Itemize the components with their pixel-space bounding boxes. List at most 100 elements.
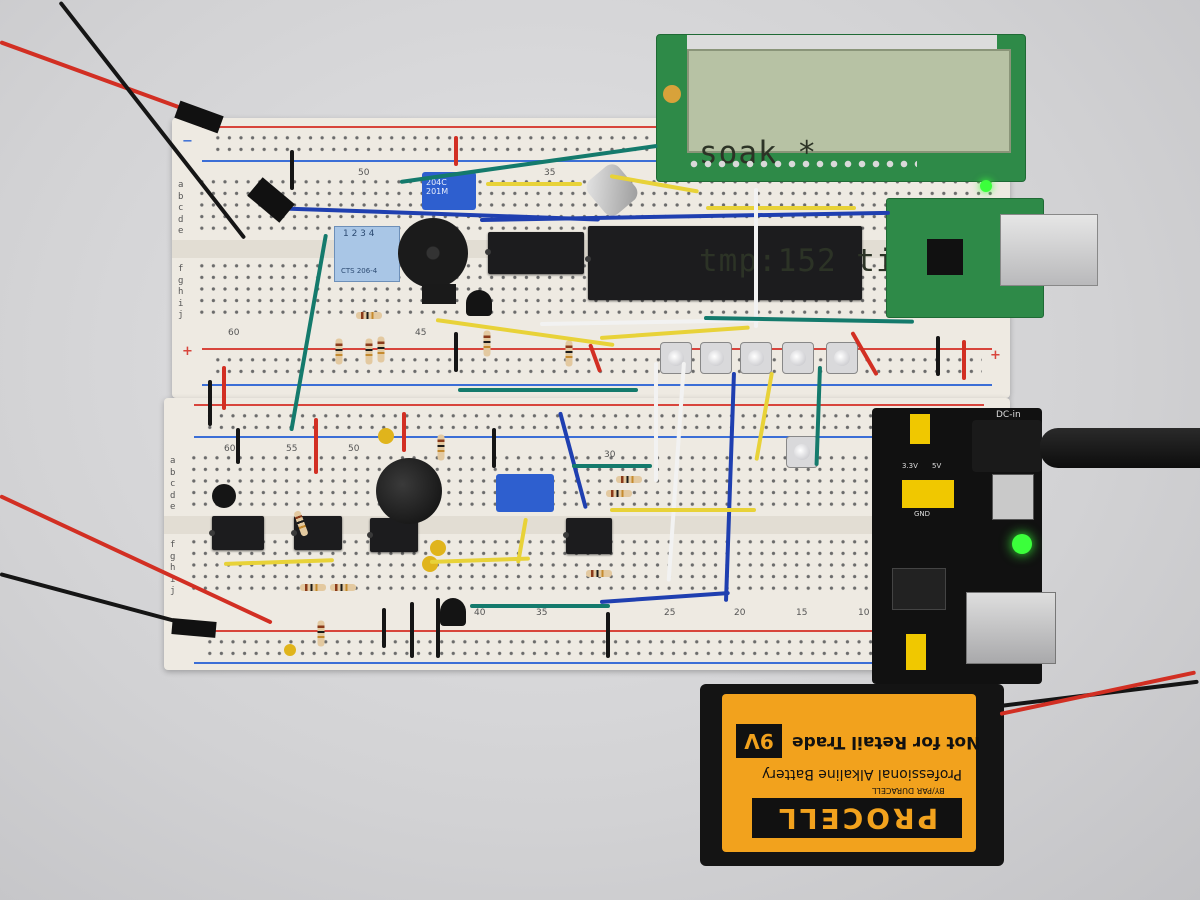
column-number: 55 (286, 444, 298, 454)
resistor (317, 620, 325, 647)
battery-warning: Not for Retail Trade (792, 732, 981, 752)
resistor (330, 584, 356, 591)
jumper-wire (236, 428, 240, 464)
resistor (300, 584, 326, 591)
lcd-module: soak * tmp:152 time:048 (656, 34, 1026, 279)
jumper-wire (486, 182, 582, 186)
ceramic-capacitor (422, 556, 438, 572)
row-labels-upper-2: a b c d e (170, 456, 178, 513)
power-switch[interactable] (992, 474, 1034, 520)
resistor (483, 330, 491, 357)
lcd-screen: soak * tmp:152 time:048 (687, 49, 1013, 279)
rail-bottom-top-negative (194, 436, 984, 438)
column-number: 35 (536, 608, 548, 618)
rail-plus-label: + (182, 344, 193, 359)
jumper-wire (706, 206, 856, 210)
rail-top-negative (202, 160, 992, 162)
push-button[interactable] (660, 342, 692, 374)
column-number: 30 (604, 450, 616, 460)
push-button[interactable] (826, 342, 858, 374)
jumper-wire (962, 340, 966, 380)
rail-mid-positive (202, 348, 992, 350)
jumper-wire (222, 366, 226, 410)
ceramic-capacitor (284, 644, 296, 656)
battery-type: Professional Alkaline Battery (762, 766, 963, 782)
push-button[interactable] (700, 342, 732, 374)
battery-brand: PROCELL (752, 798, 962, 838)
column-number: 25 (664, 608, 676, 618)
v5-label: 5V (932, 462, 942, 470)
usb-b-port (1000, 214, 1098, 286)
battery-sub-brand: BY/PAR DURACELL (872, 786, 945, 795)
lcd-pin-header (687, 159, 917, 169)
column-number: 60 (228, 328, 240, 338)
resistor (335, 338, 343, 365)
row-labels-lower: f g h i j (178, 264, 186, 321)
battery-voltage: 9V (736, 724, 782, 758)
jumper-wire (290, 150, 294, 190)
jumper-header (910, 414, 930, 444)
voltage-regulator-to92 (422, 284, 456, 304)
jumper-wire (454, 136, 458, 166)
push-button[interactable] (740, 342, 772, 374)
microcontroller-chip (585, 226, 862, 300)
column-number: 50 (348, 444, 360, 454)
dip-switch-label: CTS 206-4 (341, 267, 378, 275)
column-number: 60 (224, 444, 236, 454)
rail-bottom-negative (194, 662, 984, 664)
v33-label: 3.3V (902, 462, 918, 470)
resistor (377, 336, 385, 363)
usb-a-port[interactable] (966, 592, 1056, 664)
jumper-wire (492, 428, 496, 468)
dip-switch[interactable]: 1 2 3 4 CTS 206-4 (334, 226, 400, 282)
row-labels-upper: a b c d e (178, 180, 186, 237)
rail-mid-negative (202, 384, 992, 386)
battery-9v: 9V Not for Retail Trade Professional Alk… (722, 694, 980, 852)
jumper-wire (754, 188, 758, 328)
jumper-wire (436, 598, 440, 658)
jumper-header-bottom (906, 634, 926, 670)
dc-in-label: DC-in (996, 410, 1021, 420)
gnd-label: GND (914, 510, 931, 518)
column-number: 45 (415, 328, 427, 338)
rail-minus-label: − (182, 134, 193, 149)
dc-power-cable (1040, 428, 1200, 468)
potentiometer-label: 204C 201M (426, 178, 449, 196)
trim-potentiometer-2[interactable] (496, 474, 554, 512)
electrolytic-capacitor-small (212, 484, 236, 508)
trim-potentiometer[interactable]: 204C 201M (422, 172, 476, 210)
resistor (565, 340, 573, 367)
resistor (437, 434, 445, 461)
jumper-wire (410, 602, 414, 658)
ceramic-capacitor (430, 540, 446, 556)
usb-chip (927, 239, 963, 275)
dc-barrel-jack[interactable] (972, 420, 1042, 472)
column-number: 10 (858, 608, 870, 618)
mounting-hole (663, 85, 681, 103)
jumper-wire (606, 612, 610, 658)
op-amp-chip (209, 516, 264, 550)
rail-bottom-top-holes (204, 410, 974, 432)
status-led-green (980, 180, 992, 192)
rail-bottom-top-positive (194, 404, 984, 406)
row-labels-lower-2: f g h i j (170, 540, 178, 597)
column-number: 50 (358, 168, 370, 178)
jumper-wire (610, 508, 756, 512)
push-button[interactable] (786, 436, 818, 468)
jumper-wire (458, 388, 638, 392)
push-button[interactable] (782, 342, 814, 374)
jumper-wire (208, 380, 212, 426)
power-led-icon (1012, 534, 1032, 554)
jumper-wire (382, 608, 386, 648)
column-number: 20 (734, 608, 746, 618)
column-number: 15 (796, 608, 808, 618)
rail-plus-label-right: + (990, 348, 1001, 363)
jumper-wire (402, 412, 406, 452)
electrolytic-capacitor (376, 458, 442, 524)
resistor (606, 490, 632, 497)
resistor (586, 570, 612, 577)
jumper-wire (454, 332, 458, 372)
resistor (365, 338, 373, 365)
jumper-wire (470, 604, 610, 608)
jumper-wire (654, 362, 658, 482)
